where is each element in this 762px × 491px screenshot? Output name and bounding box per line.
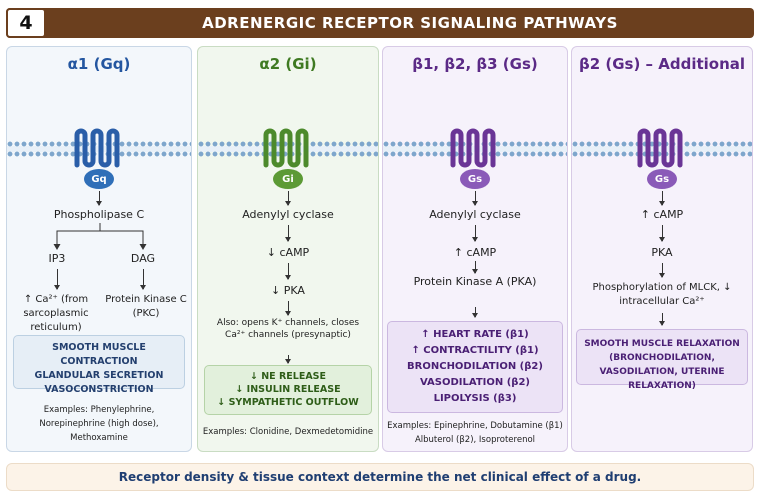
gpcr-receptor-icon bbox=[450, 128, 496, 168]
step-dag: DAG bbox=[130, 252, 156, 265]
beta-examples: Examples: Epinephrine, Dobutamine (β1) A… bbox=[387, 421, 563, 445]
alpha1-effects-box: SMOOTH MUSCLE CONTRACTION GLANDULAR SECR… bbox=[13, 335, 185, 395]
step-camp: ↑ cAMP bbox=[640, 208, 684, 221]
alpha1-examples: Examples: Phenylephrine, Norepinephrine … bbox=[39, 405, 159, 443]
step-pka: ↓ PKA bbox=[271, 284, 305, 297]
beta-header: β1, β2, β3 (Gs) bbox=[412, 55, 538, 73]
title-banner: 4 ADRENERGIC RECEPTOR SIGNALING PATHWAYS bbox=[6, 8, 754, 38]
effect-item: ↓ SYMPATHETIC OUTFLOW bbox=[217, 397, 359, 408]
gpcr-receptor-icon bbox=[74, 128, 120, 168]
effect-item: BRONCHODILATION (β2) bbox=[407, 361, 543, 372]
step-pkc: Protein Kinase C (PKC) bbox=[105, 294, 187, 319]
alpha2-effects-box: ↓ NE RELEASE ↓ INSULIN RELEASE ↓ SYMPATH… bbox=[204, 365, 372, 415]
gs-protein-icon: Gs bbox=[647, 169, 677, 189]
step-mlck: Phosphorylation of MLCK, ↓ intracellular… bbox=[592, 282, 732, 307]
arrow-icon bbox=[659, 313, 665, 326]
effect-item: SMOOTH MUSCLE RELAXATION bbox=[584, 339, 740, 349]
step-phospholipase-c: Phospholipase C bbox=[53, 208, 145, 221]
step-calcium: ↑ Ca²⁺ (from sarcoplasmic reticulum) bbox=[23, 294, 89, 333]
page-title: ADRENERGIC RECEPTOR SIGNALING PATHWAYS bbox=[202, 14, 618, 32]
alpha1-column: α1 (Gq) Gq Phospholipase C IP3 DAG ↑ Ca²… bbox=[6, 46, 192, 452]
step-camp: ↓ cAMP bbox=[266, 246, 310, 259]
gi-protein-icon: Gi bbox=[273, 169, 303, 189]
effect-item: SMOOTH MUSCLE CONTRACTION bbox=[52, 342, 146, 367]
section-number: 4 bbox=[6, 8, 46, 38]
arrow-icon bbox=[472, 261, 478, 274]
arrow-icon bbox=[285, 191, 291, 206]
beta2-header: β2 (Gs) – Additional bbox=[578, 55, 746, 73]
step-channel-note: Also: opens K⁺ channels, closes Ca²⁺ cha… bbox=[216, 318, 360, 340]
effect-item: LIPOLYSIS (β3) bbox=[433, 393, 517, 404]
gs-protein-icon: Gs bbox=[460, 169, 490, 189]
beta-effects-box: ↑ HEART RATE (β1) ↑ CONTRACTILITY (β1) B… bbox=[387, 321, 563, 413]
gpcr-receptor-icon bbox=[263, 128, 309, 168]
effect-item: ↑ CONTRACTILITY (β1) bbox=[411, 345, 539, 356]
effect-item: (BRONCHODILATION, VASODILATION, UTERINE … bbox=[599, 353, 725, 391]
alpha1-header: α1 (Gq) bbox=[67, 55, 131, 73]
gpcr-receptor-icon bbox=[637, 128, 683, 168]
alpha2-examples: Examples: Clonidine, Dexmedetomidine bbox=[202, 427, 374, 437]
alpha2-column: α2 (Gi) Gi Adenylyl cyclase ↓ cAMP ↓ PKA… bbox=[197, 46, 379, 452]
arrow-icon bbox=[285, 225, 291, 242]
arrow-icon bbox=[54, 269, 60, 290]
step-pka: PKA bbox=[651, 246, 673, 259]
beta2-column: β2 (Gs) – Additional Gs ↑ cAMP PKA Phosp… bbox=[571, 46, 753, 452]
arrow-icon bbox=[472, 191, 478, 206]
beta2-effects-box: SMOOTH MUSCLE RELAXATION (BRONCHODILATIO… bbox=[576, 329, 748, 391]
gq-protein-icon: Gq bbox=[84, 169, 114, 189]
arrow-icon bbox=[140, 269, 146, 290]
branch-arrow-icon bbox=[53, 223, 147, 250]
arrow-icon bbox=[285, 301, 291, 316]
step-adenylyl-cyclase: Adenylyl cyclase bbox=[242, 208, 334, 221]
arrow-icon bbox=[659, 191, 665, 206]
arrow-icon bbox=[96, 191, 102, 206]
effect-item: ↓ INSULIN RELEASE bbox=[235, 384, 341, 395]
arrow-icon bbox=[472, 225, 478, 242]
arrow-icon bbox=[659, 225, 665, 242]
arrow-icon bbox=[472, 307, 478, 318]
step-camp: ↑ cAMP bbox=[453, 246, 497, 259]
effect-item: VASODILATION (β2) bbox=[419, 377, 530, 388]
effect-item: GLANDULAR SECRETION bbox=[34, 370, 164, 381]
beta-column: β1, β2, β3 (Gs) Gs Adenylyl cyclase ↑ cA… bbox=[382, 46, 568, 452]
step-pka: Protein Kinase A (PKA) bbox=[413, 275, 537, 288]
footer-note: Receptor density & tissue context determ… bbox=[6, 463, 754, 491]
effect-item: ↓ NE RELEASE bbox=[249, 371, 327, 382]
arrow-icon bbox=[285, 263, 291, 280]
arrow-icon bbox=[285, 355, 291, 364]
effect-item: VASOCONSTRICTION bbox=[44, 384, 154, 395]
step-adenylyl-cyclase: Adenylyl cyclase bbox=[429, 208, 521, 221]
effect-item: ↑ HEART RATE (β1) bbox=[421, 329, 529, 340]
arrow-icon bbox=[659, 263, 665, 278]
alpha2-header: α2 (Gi) bbox=[259, 55, 317, 73]
step-ip3: IP3 bbox=[48, 252, 66, 265]
